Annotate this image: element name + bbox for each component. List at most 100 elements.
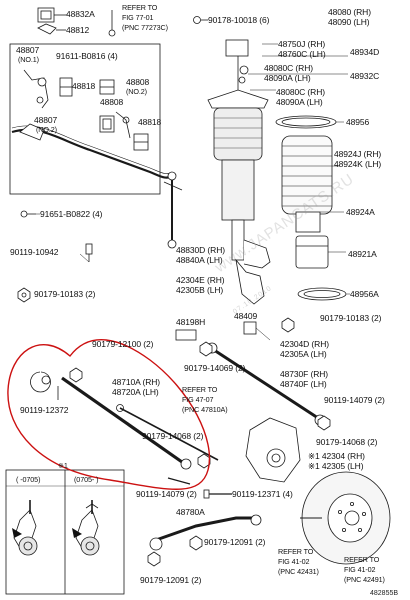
label-91611: 91611-B0816 (4) (56, 51, 118, 61)
label-fig-1: FIG 77-01 (122, 13, 154, 22)
label-48760c: 48760C (LH) (278, 49, 326, 59)
label-refer-2: REFER TO (182, 385, 218, 394)
bolt-90119-14079-b (167, 477, 191, 485)
label-91651: 91651-B0822 (4) (40, 209, 103, 219)
label-42305b: 42305B (LH) (176, 285, 224, 295)
label-inset-a: ( -0705) (16, 475, 41, 484)
label-48730f: 48730F (RH) (280, 369, 329, 379)
label-inset-b: (0705- ) (74, 475, 99, 484)
label-90179-14068-a: 90179-14068 (2) (142, 431, 204, 441)
label-48921a: 48921A (348, 249, 377, 259)
ring-48956a (297, 287, 347, 301)
label-48198h: 48198H (176, 317, 206, 327)
bushing-48808-a (99, 79, 115, 95)
label-90119-10942: 90119-10942 (10, 247, 59, 257)
bolt-90178 (193, 16, 208, 24)
label-pnc-2: (PNC 47810A) (182, 405, 228, 414)
label-48080-rh: 48080 (RH) (328, 7, 371, 17)
label-fig-2: FIG 47-07 (182, 395, 214, 404)
label-90119-14079-a: 90119-14079 (2) (324, 395, 385, 405)
label-48090a-a: 48090A (LH) (264, 73, 311, 83)
label-42305a: 42305A (LH) (280, 349, 327, 359)
label-90119-12372: 90119-12372 (20, 405, 69, 415)
label-42304e: 42304E (RH) (176, 275, 225, 285)
bracket-48832a (37, 7, 66, 23)
label-fig-4: FIG 41-02 (344, 565, 376, 574)
nut-90179-14068-b (317, 415, 331, 431)
bumper-48924a (295, 211, 321, 233)
ring-48956 (275, 115, 337, 129)
label-48090-lh: 48090 (LH) (328, 17, 370, 27)
label-48818-b: 48818 (138, 117, 162, 127)
label-48956: 48956 (346, 117, 370, 127)
label-48830d: 48830D (RH) (176, 245, 225, 255)
link-48807-no1 (23, 69, 49, 109)
arm-48710a (30, 371, 192, 470)
bracket-48818-a (59, 77, 73, 97)
label-pnc-3: (PNC 42431) (278, 567, 319, 576)
link-48830d (163, 171, 183, 249)
label-refer-3: REFER TO (278, 547, 314, 556)
nut-90179-12091-b (147, 551, 161, 567)
label-48090a-b: 48090A (LH) (276, 97, 323, 107)
nut-90179-12091-a (189, 535, 203, 551)
arm-48780a (149, 514, 262, 551)
air-strut (207, 39, 271, 305)
bolt-90119-12371 (203, 489, 232, 499)
bracket-48818-b (133, 133, 149, 151)
label-48807-b: 48807 (34, 115, 58, 125)
label-42305: ※1 42305 (LH) (308, 461, 364, 471)
nut-90179-12100 (69, 367, 83, 383)
label-48934d: 48934D (350, 47, 380, 57)
label-48924a: 48924A (346, 207, 375, 217)
cylinder-48921a (295, 235, 329, 269)
label-48740f: 48740F (LH) (280, 379, 327, 389)
label-48080c-a: 48080C (RH) (264, 63, 313, 73)
label-refer-1: REFER TO (122, 3, 158, 12)
label-48720a: 48720A (LH) (112, 387, 159, 397)
inset-panel (5, 469, 125, 595)
inset-arrows (12, 528, 82, 538)
label-48832a: 48832A (66, 9, 95, 19)
brake-disc (301, 471, 391, 565)
nut-90179-14069 (199, 341, 213, 357)
label-48750j: 48750J (RH) (278, 39, 326, 49)
label-90179-14068-b: 90179-14068 (2) (316, 437, 378, 447)
label-no2-a: (NO.2) (126, 87, 147, 96)
label-90179-10183-b: 90179-10183 (2) (320, 313, 382, 323)
label-48924k: 48924K (LH) (334, 159, 382, 169)
label-90178: 90178-10018 (6) (208, 15, 270, 25)
label-48818-a: 48818 (72, 81, 96, 91)
label-no2-b: (NO.2) (36, 125, 57, 134)
label-90179-10183-a: 90179-10183 (2) (34, 289, 96, 299)
label-48956a: 48956A (350, 289, 379, 299)
clamp-left (19, 123, 45, 141)
label-pnc-4: (PNC 42491) (344, 575, 385, 584)
label-48780a: 48780A (176, 507, 205, 517)
bolt-91651 (20, 210, 36, 218)
label-48840a: 48840A (LH) (176, 255, 223, 265)
label-48807-top: 48807 (16, 45, 40, 55)
label-48808-b: 48808 (100, 97, 124, 107)
label-no1-top: (NO.1) (18, 55, 39, 64)
label-48812: 48812 (66, 25, 90, 35)
diagram-code: 482855B (370, 590, 399, 597)
nut-90179-14068-a (197, 453, 211, 469)
clip-48812 (37, 23, 66, 35)
label-48808-a: 48808 (126, 77, 150, 87)
label-48710a: 48710A (RH) (112, 377, 161, 387)
leader-lines (36, 14, 350, 341)
nut-90179-10183-b (281, 317, 295, 333)
knuckle-42304 (245, 417, 301, 483)
label-90119-12371: 90119-12371 (4) (232, 489, 293, 499)
label-90179-12100: 90179-12100 (2) (92, 339, 154, 349)
label-48080c-b: 48080C (RH) (276, 87, 325, 97)
link-48807-no2 (115, 111, 131, 139)
label-refer-4: REFER TO (344, 555, 380, 564)
toe-link (116, 404, 219, 461)
label-note-star: ※1 (58, 461, 68, 470)
label-90179-12091-a: 90179-12091 (2) (204, 537, 266, 547)
bolt-90119-10942 (85, 243, 93, 262)
